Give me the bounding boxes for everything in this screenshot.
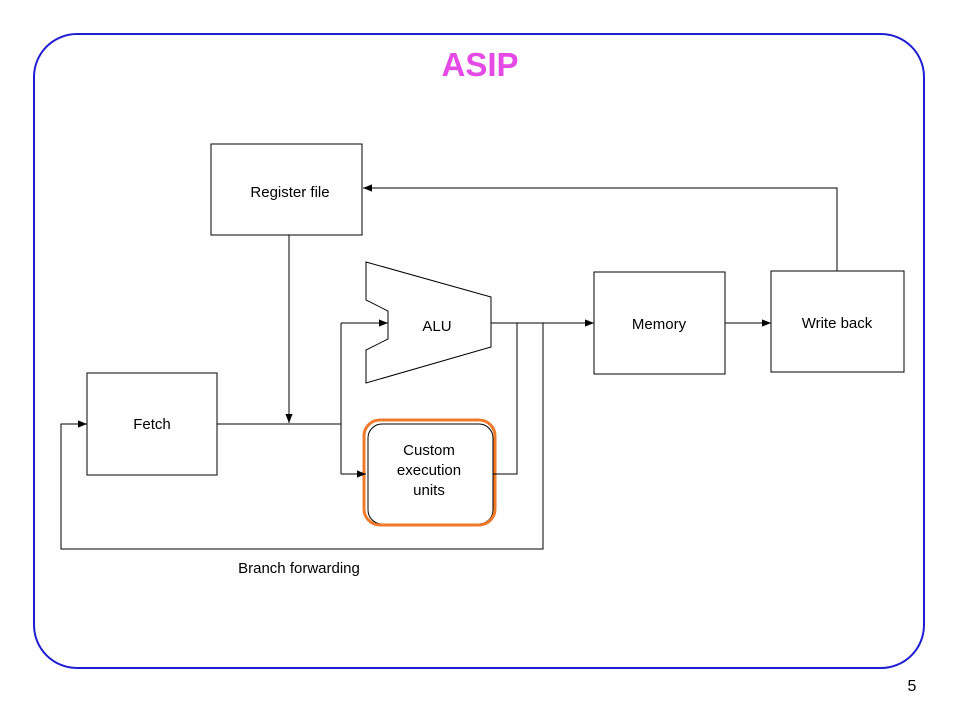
connections: [60, 184, 838, 550]
memory-block: Memory: [593, 271, 726, 375]
custom-units-output-line: [493, 323, 518, 475]
fetch-label: Fetch: [133, 416, 171, 433]
write-back-block: Write back: [770, 270, 905, 373]
alu-block: ALU: [365, 261, 492, 384]
write-back-label: Write back: [802, 315, 873, 332]
branch-forwarding-loop: [60, 323, 544, 550]
slide-frame: [33, 33, 925, 669]
page-number: 5: [907, 678, 917, 695]
custom-units-label-line1: Custom: [403, 442, 455, 459]
slide-title: ASIP: [441, 46, 519, 83]
memory-label: Memory: [632, 316, 687, 333]
writeback-to-regfile-arrow: [363, 184, 838, 271]
fetch-block: Fetch: [86, 372, 218, 476]
register-file-label: Register file: [250, 184, 329, 201]
alu-label: ALU: [422, 318, 451, 335]
custom-execution-units-block: Custom execution units: [362, 418, 497, 527]
custom-units-label-line2: execution: [397, 462, 461, 479]
register-file-block: Register file: [210, 143, 363, 236]
branch-forwarding-label: Branch forwarding: [238, 560, 360, 577]
custom-units-label-line3: units: [413, 482, 445, 499]
